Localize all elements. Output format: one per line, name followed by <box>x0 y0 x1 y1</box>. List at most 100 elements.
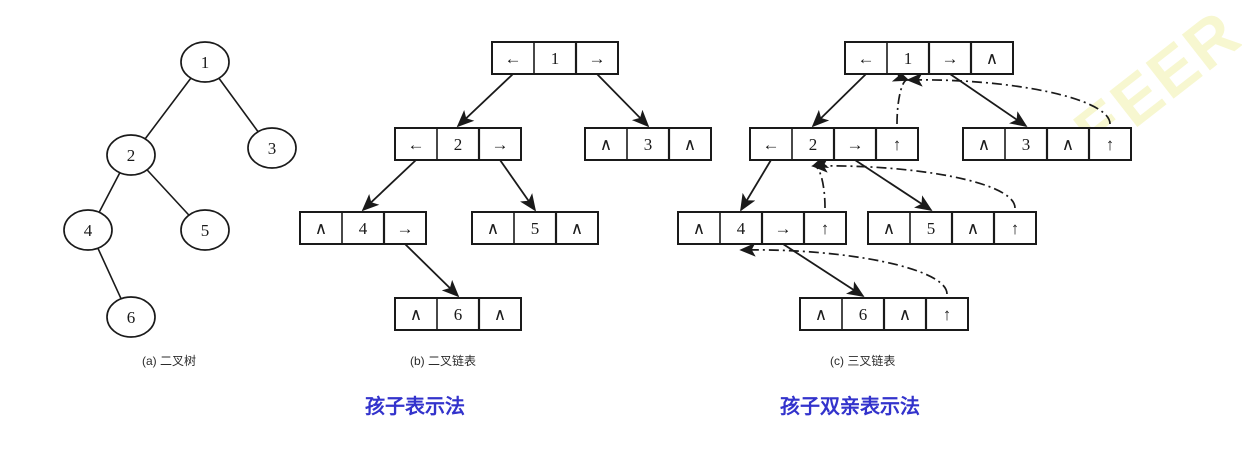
list-b-cell-pointer: ∧ <box>684 135 696 154</box>
list-b-cell-pointer: → <box>589 49 606 68</box>
list-c-cell-pointer: ∧ <box>978 135 990 154</box>
child-pointer-arrow <box>854 159 933 211</box>
tree-edge <box>143 76 193 141</box>
list-c-cell-pointer: ∧ <box>986 49 998 68</box>
binary-linked-list-diagram: ←1→←2→∧3∧∧4→∧5∧∧6∧ <box>299 41 712 331</box>
list-b-cell-pointer: ∧ <box>600 135 612 154</box>
list-c-cell-pointer: ∧ <box>815 305 827 324</box>
list-b-cell-value: 2 <box>454 135 463 154</box>
list-c-cell-pointer: ↑ <box>821 219 830 238</box>
child-pointer-arrow <box>782 243 865 297</box>
list-b-cell-pointer: ← <box>408 135 425 154</box>
list-c-cell-value: 5 <box>927 219 936 238</box>
parent-pointer-arrow <box>906 72 1111 125</box>
tree-edge <box>98 171 121 214</box>
list-b-cell-value: 1 <box>551 49 560 68</box>
list-b-node-border <box>584 127 712 161</box>
list-b-node-border <box>471 211 599 245</box>
list-b-node: ∧ 6 ∧ <box>394 297 522 331</box>
list-b-cell-pointer: ∧ <box>494 305 506 324</box>
child-pointer-arrow <box>949 73 1028 128</box>
list-b-cell-value: 4 <box>359 219 368 238</box>
caption-b: (b) 二叉链表 <box>410 354 477 368</box>
list-c-node: ∧ 6 ∧ ↑ <box>799 297 969 331</box>
blue-label-child-parent-representation: 孩子双亲表示法 <box>780 396 920 418</box>
tree-edge <box>96 247 123 300</box>
list-c-cell-pointer: ∧ <box>967 219 979 238</box>
list-b-node-border <box>394 127 522 161</box>
tree-node-label: 5 <box>201 221 210 240</box>
list-b-node: ← 1 → <box>491 41 619 75</box>
child-pointer-arrow <box>456 73 514 128</box>
list-c-cell-pointer: ↑ <box>1011 219 1020 238</box>
list-b-cell-pointer: ∧ <box>315 219 327 238</box>
tree-node-circle <box>247 127 297 169</box>
child-link-layer <box>361 73 650 298</box>
list-b-cell-value: 3 <box>644 135 653 154</box>
list-b-node: ∧ 3 ∧ <box>584 127 712 161</box>
caption-c: (c) 三叉链表 <box>830 354 896 368</box>
child-pointer-arrow <box>811 73 867 128</box>
list-b-node-border <box>394 297 522 331</box>
list-b-cell-pointer: ∧ <box>410 305 422 324</box>
list-c-cell-pointer: ↑ <box>1106 135 1115 154</box>
list-c-node: ∧3∧↑ <box>962 127 1132 161</box>
list-b-cell-pointer: ← <box>505 49 522 68</box>
list-b-node: ∧4→ <box>299 211 427 245</box>
list-b-node-border <box>299 211 427 245</box>
list-b-cell-pointer: → <box>492 135 509 154</box>
list-c-cell-pointer: ← <box>763 135 780 154</box>
child-link-layer <box>740 73 1028 297</box>
parent-pointer-arrow <box>811 154 830 209</box>
child-pointer-arrow <box>499 159 537 212</box>
child-pointer-arrow <box>404 243 460 298</box>
list-c-cell-pointer: ∧ <box>899 305 911 324</box>
list-c-node: ∧ 5 ∧ ↑ <box>867 211 1037 245</box>
tree-node-circle <box>180 41 230 83</box>
list-c-node: ← 1 → ∧ <box>844 41 1014 75</box>
child-pointer-arrow <box>596 73 650 128</box>
parent-pointer-arrow <box>739 242 948 295</box>
trinary-linked-list-diagram: ← 1 → ∧ ← 2 → ↑ ∧ 3 ∧ ↑ ∧ 4 → ↑ ∧ 5 ∧ ↑ ∧ 6 ∧ ↑ <box>677 41 1132 331</box>
list-b-node: ← 2 → <box>394 127 522 161</box>
list-c-cell-value: 1 <box>904 49 913 68</box>
node-layer: ← 1 → ∧ ← 2 → ↑ ∧ 3 ∧ ↑ ∧ 4 → ↑ ∧ 5 ∧ ↑ ∧ 6 ∧ ↑ <box>677 41 1132 331</box>
list-c-cell-pointer: ↑ <box>943 305 952 324</box>
list-c-cell-pointer: → <box>847 135 864 154</box>
list-b-cell-pointer: ∧ <box>487 219 499 238</box>
list-c-cell-value: 2 <box>809 135 818 154</box>
list-c-cell-value: 3 <box>1022 135 1031 154</box>
tree-node-label: 6 <box>127 308 136 327</box>
tree-edge <box>145 168 191 217</box>
tree-node-circle <box>106 296 156 338</box>
blue-label-child-representation: 孩子表示法 <box>365 396 465 418</box>
list-b-cell-value: 6 <box>454 305 463 324</box>
list-c-cell-value: 6 <box>859 305 868 324</box>
tree-node-circle <box>180 209 230 251</box>
tree-node-label: 4 <box>84 221 93 240</box>
list-c-cell-pointer: ← <box>858 49 875 68</box>
list-c-cell-pointer: → <box>775 219 792 238</box>
tree-node-circle <box>63 209 113 251</box>
list-b-node-border <box>491 41 619 75</box>
tree-node-label: 1 <box>201 53 210 72</box>
tree-node-circle <box>106 134 156 176</box>
list-c-cell-pointer: ∧ <box>693 219 705 238</box>
caption-a: (a) 二叉树 <box>142 354 197 368</box>
child-pointer-arrow <box>361 159 417 212</box>
parent-link-layer <box>739 68 1111 295</box>
parent-pointer-arrow <box>891 68 910 125</box>
tree-node-label: 2 <box>127 146 136 165</box>
list-c-node: ← 2 → ↑ <box>749 127 919 161</box>
list-b-node: ∧ 5 ∧ <box>471 211 599 245</box>
list-b-cell-value: 5 <box>531 219 540 238</box>
list-b-cell-pointer: ∧ <box>571 219 583 238</box>
list-c-node: ∧ 4 → ↑ <box>677 211 847 245</box>
list-c-cell-pointer: → <box>942 49 959 68</box>
list-c-cell-pointer: ↑ <box>893 135 902 154</box>
list-c-cell-value: 4 <box>737 219 746 238</box>
list-c-cell-pointer: ∧ <box>883 219 895 238</box>
